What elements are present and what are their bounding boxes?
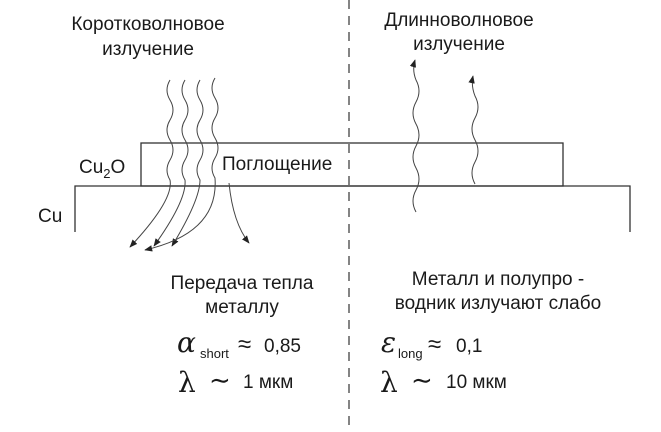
longwave-label-line1: Длинноволновое: [384, 10, 533, 31]
shortwave-rays: [129, 77, 250, 252]
svg-text:ε: ε: [381, 326, 396, 359]
longwave-ray: [468, 75, 479, 185]
svg-text:≈: ≈: [428, 331, 441, 358]
shortwave-ray: [144, 77, 219, 252]
oxide-label: Cu2O: [79, 157, 125, 181]
longwave-ray: [409, 59, 420, 213]
oxide-layer: [140, 142, 564, 187]
svg-text:λ: λ: [178, 366, 196, 399]
lambda-long-formula: λ ∼ 10 мкм: [380, 365, 507, 399]
svg-text:10 мкм: 10 мкм: [446, 372, 507, 393]
longwave-rays: [409, 59, 479, 213]
emission-line1: Металл и полупро -: [412, 269, 584, 290]
epsilon-formula: ε long ≈ 0,1: [381, 326, 482, 361]
svg-text:0,1: 0,1: [456, 336, 482, 357]
heat-transfer-line1: Передача тепла: [171, 273, 314, 294]
svg-text:0,85: 0,85: [264, 336, 301, 357]
svg-text:∼: ∼: [209, 365, 231, 395]
svg-text:1 мкм: 1 мкм: [243, 372, 293, 393]
svg-text:long: long: [398, 346, 423, 361]
shortwave-label-line2: излучение: [102, 39, 194, 60]
copper-substrate: [74, 185, 631, 232]
svg-text:short: short: [200, 346, 229, 361]
metal-label: Cu: [38, 206, 62, 227]
emission-line2: водник излучают слабо: [395, 293, 601, 314]
longwave-label-line2: излучение: [413, 34, 505, 55]
shortwave-ray: [171, 79, 204, 247]
svg-text:λ: λ: [380, 366, 398, 399]
alpha-formula: α short ≈ 0,85: [177, 326, 301, 361]
shortwave-ray: [153, 79, 189, 247]
svg-text:α: α: [177, 326, 196, 359]
svg-text:≈: ≈: [238, 331, 251, 358]
absorption-label: Поглощение: [222, 154, 332, 175]
heat-transfer-line2: металлу: [205, 297, 279, 318]
lambda-short-formula: λ ∼ 1 мкм: [178, 365, 293, 399]
shortwave-label-line1: Коротковолновое: [71, 14, 224, 35]
shortwave-ray: [129, 79, 174, 248]
svg-text:∼: ∼: [411, 365, 433, 395]
heat-transfer-ray: [228, 182, 250, 244]
